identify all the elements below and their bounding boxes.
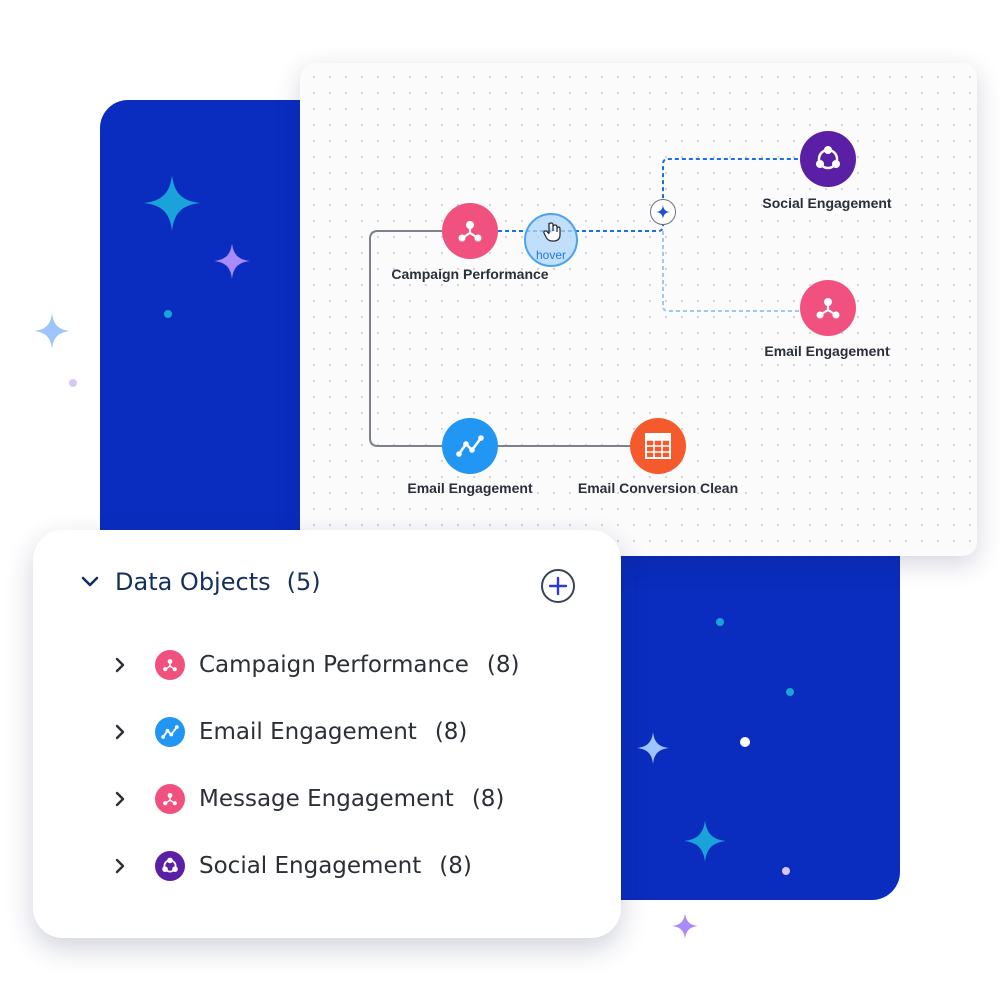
tree-item-message-engagement[interactable]: Message Engagement (8) (111, 784, 504, 814)
plus-circle-icon (548, 576, 568, 596)
flow-canvas[interactable]: Campaign Performance hover Social Engage… (300, 63, 977, 556)
sparkle-icon (672, 913, 698, 939)
sparkle-icon (34, 313, 70, 349)
sparkle-icon (214, 243, 250, 279)
flow-connectors (369, 158, 800, 447)
table-icon (645, 433, 671, 459)
decor-dot (69, 379, 77, 387)
chevron-right-icon (115, 858, 125, 874)
tree-item-label: Message Engagement (199, 786, 454, 812)
tree-item-social-engagement[interactable]: Social Engagement (8) (111, 851, 472, 881)
triad-icon (816, 146, 840, 170)
chevron-right-icon (115, 791, 125, 807)
decor-dot (786, 688, 794, 696)
node-social-engagement[interactable] (800, 131, 856, 187)
trend-icon (155, 717, 185, 747)
hub-icon (458, 221, 482, 242)
tree-item-count: (8) (434, 719, 468, 745)
decor-dot (782, 867, 790, 875)
tree-item-email-engagement[interactable]: Email Engagement (8) (111, 717, 467, 747)
node-campaign-performance[interactable] (442, 203, 498, 259)
node-label: Email Conversion Clean (577, 480, 739, 496)
node-label: Email Engagement (407, 480, 533, 496)
hub-icon (816, 298, 840, 319)
node-label: Email Engagement (764, 343, 890, 359)
sparkle-icon (637, 732, 669, 764)
data-objects-title: Data Objects (115, 568, 271, 596)
chevron-right-icon (115, 724, 125, 740)
decor-dot (716, 618, 724, 626)
tree-item-label: Campaign Performance (199, 652, 469, 678)
node-email-conversion-clean[interactable] (630, 418, 686, 474)
hub-icon (155, 784, 185, 814)
node-label: Social Engagement (762, 195, 892, 211)
tree-item-count: (8) (439, 853, 472, 879)
node-email-engagement-blue[interactable] (442, 418, 498, 474)
junction-node[interactable] (650, 199, 676, 225)
sparkle-icon (684, 820, 726, 862)
tree-item-campaign-performance[interactable]: Campaign Performance (8) (111, 650, 519, 680)
chevron-right-icon (115, 657, 125, 673)
tree-item-label: Social Engagement (199, 853, 422, 879)
add-data-object-button[interactable] (541, 569, 575, 603)
data-objects-count: (5) (286, 568, 321, 596)
hand-cursor-icon (543, 222, 561, 242)
node-label: Campaign Performance (391, 266, 549, 282)
data-objects-header[interactable]: Data Objects (5) (79, 568, 321, 596)
hub-icon (155, 650, 185, 680)
tree-item-count: (8) (471, 786, 505, 812)
tree-item-label: Email Engagement (199, 719, 417, 745)
triad-icon (155, 851, 185, 881)
decor-dot (740, 737, 750, 747)
sparkle-icon (656, 205, 670, 219)
node-email-engagement-pink[interactable] (800, 280, 856, 336)
tree-item-count: (8) (486, 652, 520, 678)
trend-icon (456, 435, 484, 457)
decor-dot (164, 310, 172, 318)
hover-label: hover (535, 248, 567, 262)
chevron-down-icon (81, 576, 99, 587)
data-objects-panel: Data Objects (5) Campaign Performance (8… (33, 530, 621, 938)
hover-indicator: hover (524, 213, 578, 267)
sparkle-icon (144, 175, 200, 231)
